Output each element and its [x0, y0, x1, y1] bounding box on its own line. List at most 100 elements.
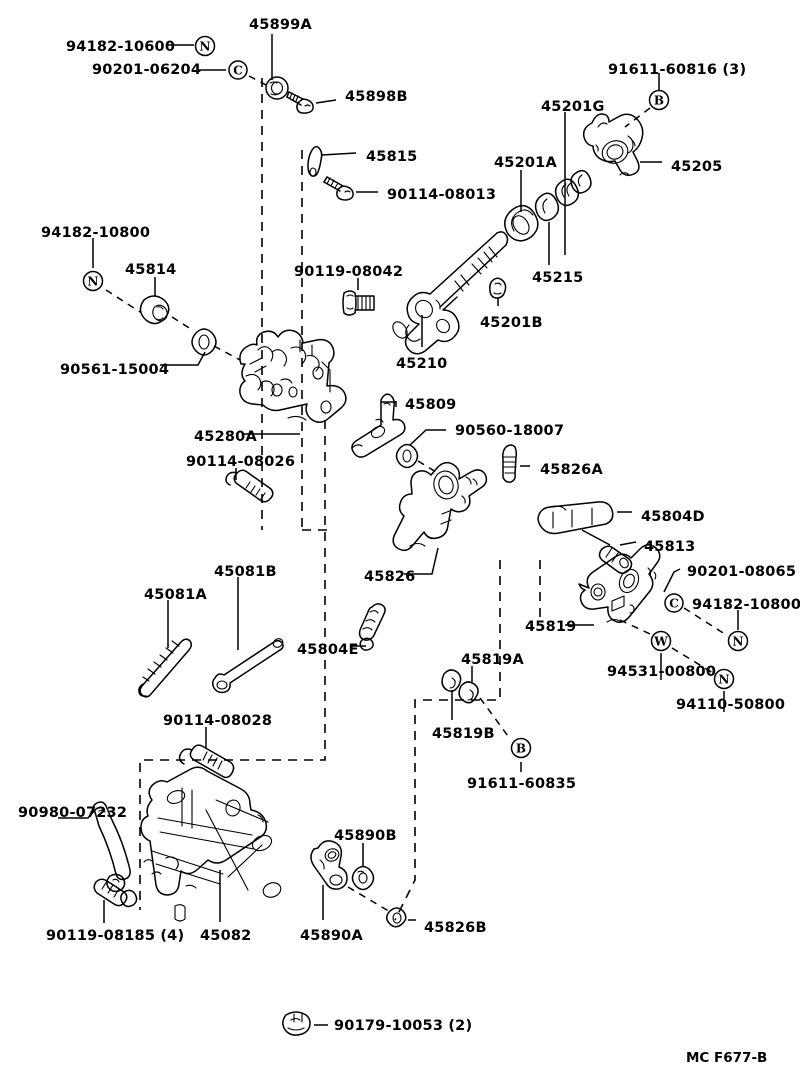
part-45819-art: [578, 544, 661, 623]
part-label-p44: 90179-10053 (2): [334, 1018, 473, 1034]
svg-text:N: N: [88, 275, 99, 289]
dash-90561-to-housing: [213, 345, 241, 361]
svg-text:C: C: [669, 597, 679, 611]
part-label-p06: 45201G: [541, 99, 605, 115]
dash-45890B-to-45826B: [347, 886, 393, 914]
part-label-p07: 45205: [671, 159, 723, 175]
svg-text:N: N: [719, 673, 730, 687]
diagram-code: MC F677-B: [686, 1050, 768, 1066]
part-label-p33: 94531-00800: [607, 664, 717, 680]
part-label-p29: 45081A: [144, 587, 207, 603]
part-label-p10: 90114-08013: [387, 187, 497, 203]
part-label-p12: 94182-10800: [41, 225, 151, 241]
part-45081B-art: [211, 638, 284, 694]
part-label-p25: 45826: [364, 569, 416, 585]
part-90114-08026-art: [225, 469, 274, 503]
part-label-p21: 90114-08026: [186, 454, 296, 470]
dash-bracket-to-W: [619, 619, 651, 635]
part-45815-art: [307, 145, 323, 177]
part-45809-art: [351, 393, 406, 458]
lead-90561-15004: [160, 351, 206, 366]
part-45215-art: [534, 169, 592, 222]
part-label-p38: 90980-07232: [18, 805, 128, 821]
part-45813-art: [598, 545, 633, 574]
part-45201A-art: [504, 204, 539, 242]
part-label-p03: 90201-06204: [92, 62, 202, 78]
dash-45814-to-90561: [171, 316, 195, 332]
part-label-p18: 45809: [405, 397, 457, 413]
marker-N-94182-10800-right: N: [727, 630, 749, 652]
dash-B-to-45205: [624, 107, 651, 128]
svg-text:B: B: [654, 94, 664, 108]
part-45210-art: [392, 231, 509, 355]
svg-text:N: N: [200, 40, 211, 54]
part-label-p42: 45890A: [300, 928, 363, 944]
part-label-p27: 94182-10800: [692, 597, 800, 613]
part-90119-08042-art: [342, 290, 375, 316]
part-label-p04: 45898B: [345, 89, 408, 105]
guide-dash-mid: [394, 560, 501, 921]
part-45082-art: [140, 766, 282, 922]
part-label-p16: 90561-15004: [60, 362, 170, 378]
part-45201B-art: [489, 277, 507, 299]
lead-90560-18007: [409, 429, 446, 446]
marker-C-90201-06204: C: [228, 60, 248, 80]
part-45890A-art: [310, 840, 348, 890]
part-label-p13: 45814: [125, 262, 177, 278]
part-45804E-art: [358, 603, 386, 651]
svg-text:N: N: [733, 635, 744, 649]
part-45899A-art: [265, 76, 289, 100]
part-label-p26: 90201-08065: [687, 564, 797, 580]
part-45819A-art: [441, 669, 479, 704]
part-90561-15004-art: [191, 328, 217, 356]
part-label-p17: 45210: [396, 356, 448, 372]
part-45205-art: [582, 113, 644, 177]
part-label-p20: 45280A: [194, 429, 257, 445]
part-90114-08028-art: [178, 744, 235, 779]
part-label-p14: 90119-08042: [294, 264, 404, 280]
part-label-p24: 45813: [644, 539, 696, 555]
part-label-p01: 94182-10600: [66, 39, 176, 55]
svg-text:W: W: [653, 635, 668, 649]
part-45890B-art: [351, 865, 375, 891]
part-90560-18007-art: [395, 443, 419, 469]
dash-washer-to-bolt: [248, 75, 269, 87]
part-90119-08185-art: [93, 878, 138, 908]
part-45826-art: [392, 461, 488, 552]
part-90114-08013-art: [323, 176, 354, 201]
part-label-p28: 45081B: [214, 564, 277, 580]
lead-90201-08065: [663, 568, 681, 593]
part-label-p02: 45899A: [249, 17, 312, 33]
part-45081A-art: [138, 638, 193, 698]
svg-text:B: B: [516, 742, 526, 756]
part-label-p23: 45804D: [641, 509, 705, 525]
part-label-p36: 91611-60835: [467, 776, 577, 792]
part-45280A-art: [239, 329, 347, 423]
part-label-p30: 45819: [525, 619, 577, 635]
lead-45813: [619, 541, 637, 546]
marker-W-94531-00800: W: [650, 630, 672, 652]
svg-text:C: C: [233, 64, 243, 78]
part-label-p31: 45804E: [297, 642, 359, 658]
part-label-p32: 45819A: [461, 652, 524, 668]
dash-W-to-N2: [671, 647, 714, 674]
part-label-p34: 94110-50800: [676, 697, 786, 713]
marker-N-94182-10600: N: [194, 35, 216, 57]
part-label-p41: 45082: [200, 928, 252, 944]
marker-C-90201-08065: C: [664, 593, 684, 613]
part-45804D-art: [537, 501, 614, 535]
part-45826A-art: [502, 444, 518, 483]
marker-B-91611-60835: B: [510, 737, 532, 759]
guide-dash-lower: [139, 420, 326, 910]
lead-45826: [404, 547, 439, 575]
part-90179-10053-art: [282, 1011, 311, 1036]
lead-45898B: [315, 99, 337, 104]
part-label-p15: 45201B: [480, 315, 543, 331]
part-45898B-art: [286, 91, 314, 114]
part-label-p08: 45201A: [494, 155, 557, 171]
dash-45819B-to-B: [479, 697, 509, 737]
part-45814-art: [139, 295, 170, 325]
part-label-p09: 45815: [366, 149, 418, 165]
